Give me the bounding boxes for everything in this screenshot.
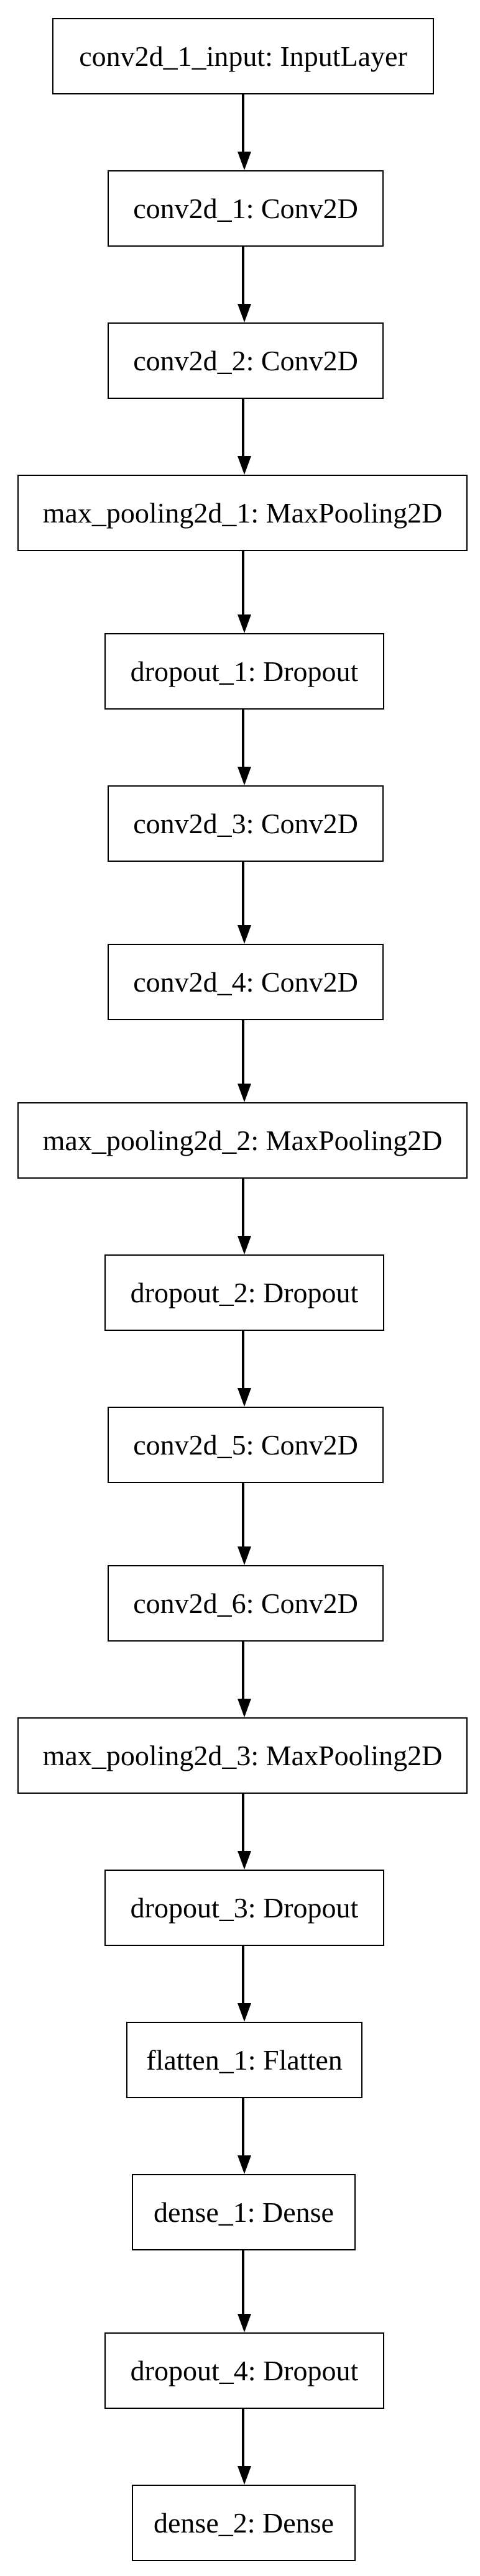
arrowhead-icon: [238, 1851, 251, 1870]
node-label: conv2d_4: Conv2D: [133, 966, 358, 998]
edge-line: [242, 1946, 244, 2003]
node-max_pooling2d_3[interactable]: max_pooling2d_3: MaxPooling2D: [17, 1717, 468, 1794]
node-max_pooling2d_2[interactable]: max_pooling2d_2: MaxPooling2D: [17, 1102, 468, 1179]
node-label: conv2d_1: Conv2D: [133, 192, 358, 224]
arrowhead-icon: [238, 2314, 251, 2332]
node-label: max_pooling2d_3: MaxPooling2D: [42, 1739, 443, 1771]
node-label: dense_2: Dense: [154, 2506, 334, 2539]
arrowhead-icon: [238, 1084, 251, 1102]
node-label: conv2d_5: Conv2D: [133, 1428, 358, 1461]
edge-line: [242, 1331, 244, 1388]
arrowhead-icon: [238, 614, 251, 633]
node-label: dropout_4: Dropout: [130, 2354, 359, 2386]
node-label: conv2d_2: Conv2D: [133, 344, 358, 377]
node-conv2d_3[interactable]: conv2d_3: Conv2D: [108, 785, 384, 862]
node-label: flatten_1: Flatten: [146, 2044, 343, 2076]
node-label: dropout_3: Dropout: [130, 1891, 359, 1924]
edge-line: [242, 1642, 244, 1699]
node-label: max_pooling2d_1: MaxPooling2D: [42, 496, 443, 529]
node-label: dropout_1: Dropout: [130, 655, 359, 687]
arrowhead-icon: [238, 2466, 251, 2485]
arrowhead-icon: [238, 1388, 251, 1407]
edge-line: [242, 862, 244, 925]
edge-line: [242, 2098, 244, 2155]
node-dropout_1[interactable]: dropout_1: Dropout: [104, 633, 384, 710]
node-conv2d_4[interactable]: conv2d_4: Conv2D: [108, 944, 384, 1020]
edge-line: [242, 1179, 244, 1236]
node-max_pooling2d_1[interactable]: max_pooling2d_1: MaxPooling2D: [17, 475, 468, 551]
edge-line: [242, 551, 244, 614]
node-dropout_3[interactable]: dropout_3: Dropout: [104, 1870, 384, 1946]
node-dense_1[interactable]: dense_1: Dense: [132, 2174, 356, 2250]
node-conv2d_5[interactable]: conv2d_5: Conv2D: [108, 1407, 384, 1483]
node-label: dropout_2: Dropout: [130, 1276, 359, 1309]
node-label: max_pooling2d_2: MaxPooling2D: [42, 1124, 443, 1156]
arrowhead-icon: [238, 456, 251, 475]
node-label: conv2d_1_input: InputLayer: [79, 40, 407, 72]
node-flatten_1[interactable]: flatten_1: Flatten: [126, 2022, 362, 2098]
arrowhead-icon: [238, 2155, 251, 2174]
node-dropout_4[interactable]: dropout_4: Dropout: [104, 2332, 384, 2409]
edge-line: [242, 1794, 244, 1851]
node-dropout_2[interactable]: dropout_2: Dropout: [104, 1254, 384, 1331]
arrowhead-icon: [238, 2003, 251, 2022]
arrowhead-icon: [238, 1236, 251, 1254]
node-conv2d_6[interactable]: conv2d_6: Conv2D: [108, 1565, 384, 1642]
arrowhead-icon: [238, 925, 251, 944]
arrowhead-icon: [238, 152, 251, 170]
edge-line: [242, 1020, 244, 1084]
node-conv2d_2[interactable]: conv2d_2: Conv2D: [108, 322, 384, 399]
node-label: dense_1: Dense: [154, 2196, 334, 2228]
node-label: conv2d_3: Conv2D: [133, 807, 358, 839]
arrowhead-icon: [238, 1699, 251, 1717]
edge-line: [242, 710, 244, 767]
node-label: conv2d_6: Conv2D: [133, 1587, 358, 1619]
arrowhead-icon: [238, 304, 251, 322]
edge-line: [242, 94, 244, 152]
node-dense_2[interactable]: dense_2: Dense: [132, 2485, 356, 2561]
node-conv2d_1_input[interactable]: conv2d_1_input: InputLayer: [52, 18, 434, 94]
edge-line: [242, 2250, 244, 2314]
arrowhead-icon: [238, 767, 251, 785]
edge-line: [242, 1483, 244, 1546]
edge-line: [242, 247, 244, 304]
edge-line: [242, 399, 244, 456]
node-conv2d_1[interactable]: conv2d_1: Conv2D: [108, 170, 384, 247]
edge-line: [242, 2409, 244, 2466]
arrowhead-icon: [238, 1546, 251, 1565]
